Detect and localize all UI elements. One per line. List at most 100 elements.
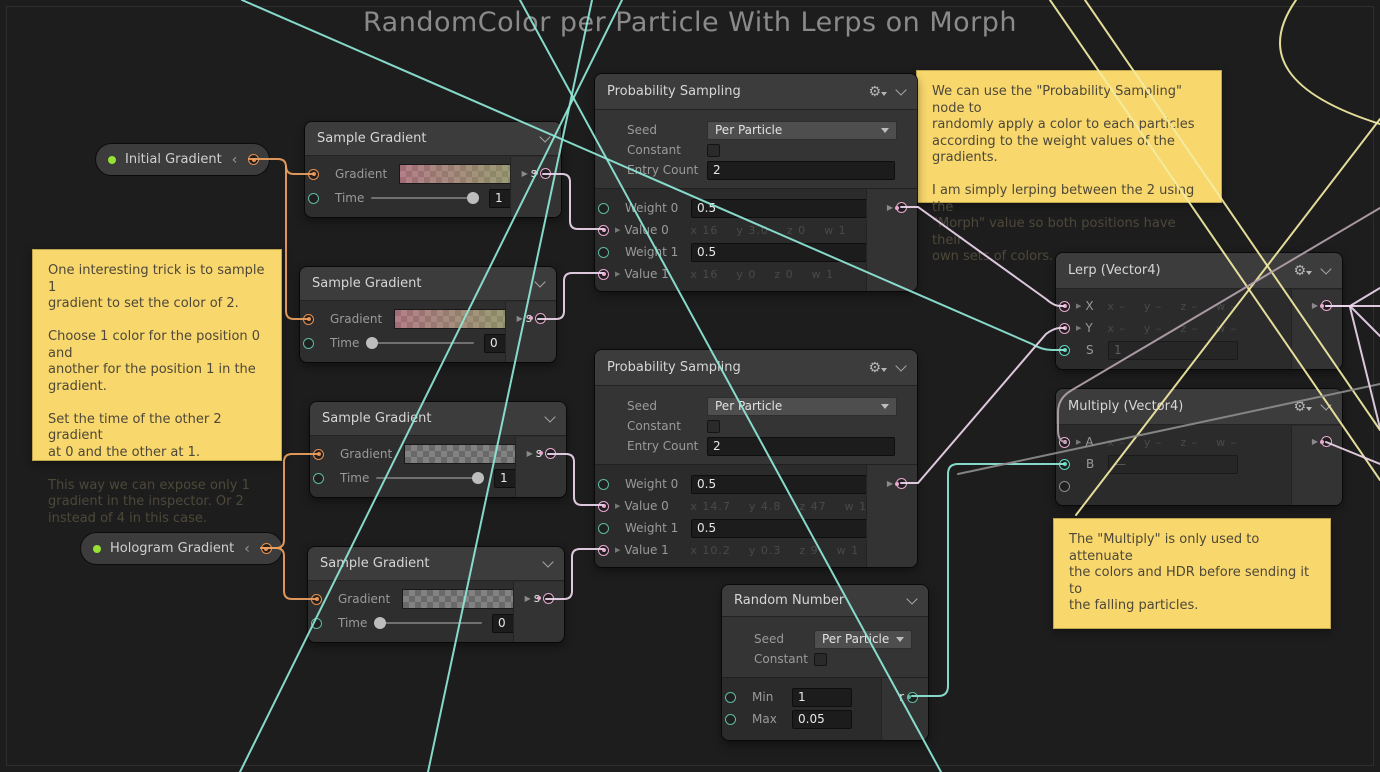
entry-count-field[interactable] [707, 436, 895, 456]
chevron-down-icon[interactable] [544, 411, 556, 423]
seed-dropdown[interactable]: Per Particle [707, 396, 897, 416]
output-ring[interactable] [535, 312, 546, 324]
weight1-field[interactable] [691, 518, 867, 538]
time-input-port[interactable] [308, 192, 319, 204]
gear-icon[interactable]: ⚙ [1293, 262, 1312, 279]
expander-arrow-icon[interactable]: ▶ [1076, 302, 1082, 310]
multiply-output-port[interactable]: ▶ [1312, 436, 1332, 447]
gear-icon[interactable]: ⚙ [868, 359, 887, 376]
collapse-left-icon[interactable]: ‹ [244, 540, 250, 557]
sample-gradient-node-4[interactable]: Sample Gradient Gradient Time ▶ s [308, 547, 564, 642]
slider-handle[interactable] [472, 472, 484, 484]
max-input-port[interactable] [725, 713, 736, 725]
s-input-port[interactable] [1059, 344, 1070, 356]
expander-arrow-icon[interactable]: ▶ [615, 270, 621, 278]
weight0-input-port[interactable] [598, 202, 609, 214]
output-ring[interactable] [1321, 300, 1332, 311]
chevron-down-icon[interactable] [1320, 263, 1332, 275]
chevron-down-icon[interactable] [534, 276, 546, 288]
x-input-port[interactable] [1059, 300, 1070, 312]
weight0-field[interactable] [691, 198, 867, 218]
gradient-input-port[interactable] [311, 593, 322, 605]
chevron-down-icon[interactable] [895, 360, 907, 372]
time-slider[interactable] [374, 616, 482, 630]
node-header[interactable]: Random Number [722, 585, 928, 617]
lerp-vector4-node[interactable]: Lerp (Vector4) ⚙ ▶ X x – y – z – w – ▶ Y… [1056, 253, 1342, 369]
node-header[interactable]: Probability Sampling ⚙ [595, 74, 917, 110]
sampled-output-port[interactable]: ▶ [887, 202, 907, 213]
property-pill-initial-gradient[interactable]: Initial Gradient ‹ [96, 144, 270, 175]
min-input-port[interactable] [725, 691, 736, 703]
sticky-note-probability[interactable]: We can use the "Probability Sampling" no… [916, 70, 1222, 264]
sample-gradient-node-2[interactable]: Sample Gradient Gradient Time ▶ s [300, 267, 556, 362]
seed-dropdown[interactable]: Per Particle [707, 120, 897, 140]
node-header[interactable]: Sample Gradient [310, 402, 566, 436]
slider-handle[interactable] [366, 337, 378, 349]
multiply-vector4-node[interactable]: Multiply (Vector4) ⚙ ▶ A x – y – z – w –… [1056, 389, 1342, 505]
time-slider[interactable] [366, 336, 474, 350]
node-header[interactable]: Sample Gradient [305, 122, 561, 156]
sample-output-port[interactable]: ▶ s [522, 166, 551, 180]
constant-checkbox[interactable] [814, 652, 827, 666]
sample-gradient-node-1[interactable]: Sample Gradient Gradient Time ▶ s [305, 122, 561, 217]
lerp-output-port[interactable]: ▶ [1312, 300, 1332, 311]
node-header[interactable]: Sample Gradient [300, 267, 556, 301]
constant-checkbox[interactable] [707, 419, 720, 433]
expander-arrow-icon[interactable]: ▶ [615, 226, 621, 234]
seed-dropdown[interactable]: Per Particle [814, 629, 912, 649]
wire-pink-lerp-out-branch-3[interactable] [1349, 305, 1380, 337]
expander-arrow-icon[interactable]: ▶ [1076, 438, 1082, 446]
s-field[interactable] [1108, 340, 1238, 360]
chevron-down-icon[interactable] [906, 593, 918, 605]
chevron-down-icon[interactable] [539, 131, 551, 143]
sticky-note-trick[interactable]: One interesting trick is to sample 1 gra… [32, 249, 282, 526]
b-input-port[interactable] [1059, 458, 1070, 470]
wire-cyan-random-to-multiply-b[interactable] [911, 463, 1065, 697]
random-output-port[interactable]: r [899, 690, 918, 704]
time-input-port[interactable] [311, 617, 322, 629]
output-ring[interactable] [896, 202, 907, 213]
weight0-field[interactable] [691, 474, 867, 494]
probability-sampling-node-2[interactable]: Probability Sampling ⚙ Seed Per Particle… [595, 350, 917, 567]
time-slider[interactable] [371, 191, 479, 205]
expander-arrow-icon[interactable]: ▶ [615, 502, 621, 510]
random-number-node[interactable]: Random Number Seed Per Particle Constant… [722, 585, 928, 740]
value0-input-port[interactable] [598, 500, 609, 512]
node-header[interactable]: Multiply (Vector4) ⚙ [1056, 389, 1342, 425]
gradient-input-port[interactable] [303, 313, 314, 325]
b-field[interactable] [1108, 454, 1238, 474]
wire-cyan-diagonal-2[interactable] [427, 0, 593, 772]
entry-count-field[interactable] [707, 160, 895, 180]
node-header[interactable]: Sample Gradient [308, 547, 564, 581]
min-field[interactable] [792, 687, 852, 707]
a-input-port[interactable] [1059, 436, 1070, 448]
gradient-output-port[interactable] [260, 543, 272, 554]
sticky-note-multiply[interactable]: The "Multiply" is only used to attenuate… [1053, 518, 1331, 629]
time-slider[interactable] [376, 471, 484, 485]
weight1-field[interactable] [691, 242, 867, 262]
node-header[interactable]: Probability Sampling ⚙ [595, 350, 917, 386]
output-ring[interactable] [896, 478, 907, 489]
constant-checkbox[interactable] [707, 143, 720, 157]
weight1-input-port[interactable] [598, 246, 609, 258]
max-field[interactable] [792, 709, 852, 729]
gear-icon[interactable]: ⚙ [1293, 398, 1312, 415]
value1-input-port[interactable] [598, 268, 609, 280]
time-input-port[interactable] [303, 337, 314, 349]
weight0-input-port[interactable] [598, 478, 609, 490]
sample-output-port[interactable]: ▶ s [525, 591, 554, 605]
sample-gradient-node-3[interactable]: Sample Gradient Gradient Time ▶ s [310, 402, 566, 497]
y-input-port[interactable] [1059, 322, 1070, 334]
output-ring[interactable] [907, 691, 918, 703]
gradient-output-port[interactable] [248, 154, 260, 165]
gradient-input-port[interactable] [308, 168, 319, 180]
slider-handle[interactable] [467, 192, 479, 204]
gradient-input-port[interactable] [313, 448, 324, 460]
chevron-down-icon[interactable] [895, 84, 907, 96]
output-ring[interactable] [540, 167, 551, 179]
value1-input-port[interactable] [598, 544, 609, 556]
value0-input-port[interactable] [598, 224, 609, 236]
time-input-port[interactable] [313, 472, 324, 484]
chevron-down-icon[interactable] [542, 556, 554, 568]
